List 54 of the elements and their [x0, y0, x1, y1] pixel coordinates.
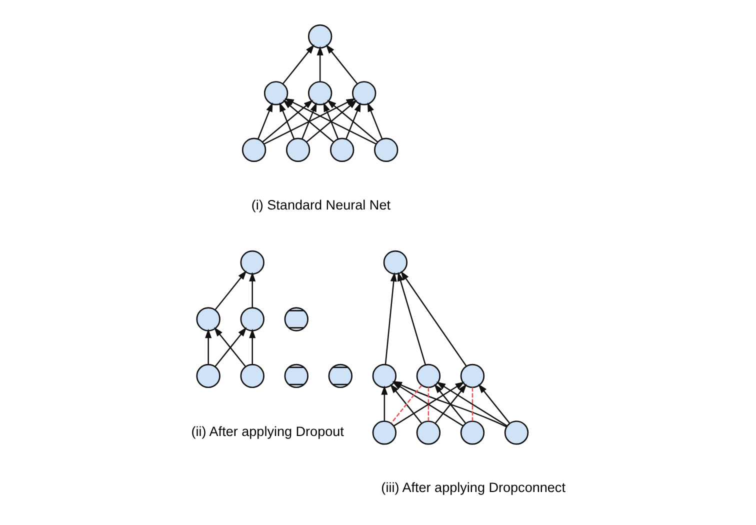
- label: (i) Standard Neural Net: [250, 197, 390, 212]
- arrow: [301, 102, 316, 140]
- arrow: [396, 272, 426, 365]
- arrow: [256, 102, 272, 140]
- arrow: [316, 46, 323, 82]
- arrow: [325, 44, 358, 84]
- arrow: [278, 102, 294, 140]
- node-circle: [240, 364, 264, 388]
- connector: [471, 387, 473, 421]
- node-circle: [241, 138, 266, 162]
- node-circle: [196, 364, 220, 388]
- arrow: [248, 328, 256, 364]
- connector: [427, 387, 429, 421]
- node-circle: [352, 81, 376, 106]
- arrow: [400, 270, 466, 366]
- node-circle: [263, 81, 288, 106]
- node-circle: [285, 138, 310, 162]
- arrow: [380, 385, 388, 421]
- arrow: [366, 102, 382, 140]
- arrow: [384, 272, 396, 364]
- node-circle: [284, 307, 308, 332]
- arrow: [326, 100, 378, 142]
- node-circle: [372, 364, 396, 388]
- node-circle: [329, 138, 354, 162]
- node-circle: [460, 420, 484, 445]
- arrow: [248, 272, 256, 308]
- node-circle: [307, 81, 332, 106]
- arrow: [322, 102, 338, 140]
- arrow: [262, 100, 313, 142]
- arrow: [214, 270, 246, 310]
- node-circle: [382, 250, 408, 275]
- node-circle: [416, 364, 440, 388]
- node-circle: [307, 24, 332, 49]
- arrow: [306, 100, 357, 142]
- node-circle: [328, 364, 352, 388]
- node-circle: [240, 250, 264, 275]
- node-circle: [196, 307, 220, 332]
- arrow: [282, 44, 314, 84]
- arrow: [478, 384, 510, 424]
- node-circle: [460, 364, 484, 388]
- arrow: [345, 102, 360, 140]
- node-circle: [504, 420, 528, 445]
- arrow: [282, 100, 334, 142]
- arrow: [284, 98, 376, 145]
- node-circle: [240, 307, 264, 332]
- node-circle: [284, 364, 308, 388]
- arrow: [204, 328, 212, 364]
- label: (iii) After applying Dropconnect: [380, 480, 565, 496]
- node-circle: [416, 420, 440, 445]
- node-circle: [372, 420, 396, 445]
- arrow: [436, 382, 507, 427]
- node-circle: [374, 138, 398, 162]
- label: (ii) After applying Dropout: [190, 424, 344, 439]
- arrow: [263, 98, 356, 145]
